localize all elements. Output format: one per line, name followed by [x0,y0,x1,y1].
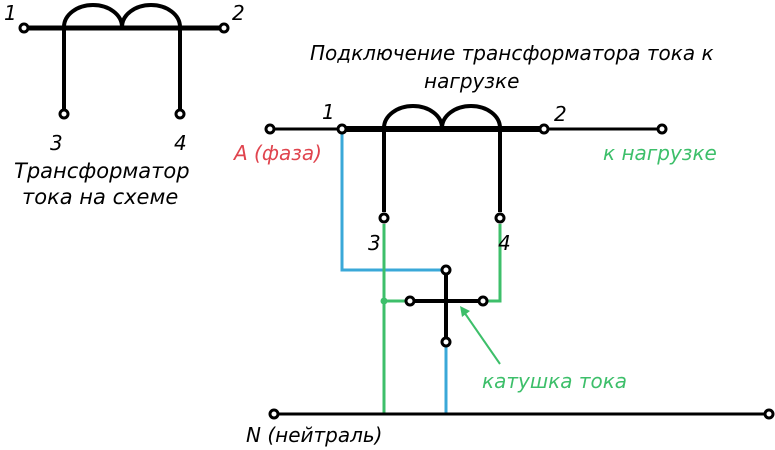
circuit-label-4: 4 [498,231,511,255]
circuit-label-3: 3 [368,231,381,255]
symbol-caption-line1: Трансформатор [14,159,190,183]
symbol-label-4: 4 [174,131,187,155]
ct-winding [382,104,502,129]
junction-dot [380,297,388,305]
diagram-title-line2: нагрузке [424,69,519,93]
symbol-terminal-4 [174,108,186,120]
coil-label: катушка тока [482,369,627,393]
symbol-label-1: 1 [4,1,17,25]
current-coil-left-terminal [404,295,416,307]
neutral-label: N (нейтраль) [246,423,382,447]
ct-terminal-4 [494,212,506,224]
symbol-caption-line2: тока на схеме [22,185,178,209]
load-label: к нагрузке [603,141,717,165]
current-coil-right-terminal [477,295,489,307]
phase-input-terminal [264,123,276,135]
load-terminal [656,123,668,135]
voltage-coil-top-terminal [440,264,452,276]
voltage-coil-bottom-terminal [440,336,452,348]
phase-label: А (фаза) [232,141,322,165]
ct-terminal-2 [538,123,550,135]
ct-circuit: 1 2 3 4 А (фаза) к нагрузке катушка тока… [232,100,775,447]
circuit-label-2: 2 [554,102,567,126]
diagram-title-line1: Подключение трансформатора тока к [310,41,714,65]
ct-terminal-3 [378,212,390,224]
coil-pointer-arrow [463,311,501,365]
symbol-terminal-3 [58,108,70,120]
circuit-label-1: 1 [322,100,335,124]
symbol-terminal-1 [18,22,30,34]
coil-pointer-arrowhead [460,306,470,317]
symbol-label-3: 3 [50,131,63,155]
neutral-right-terminal [763,408,775,420]
phase-voltage-wire [340,133,446,272]
neutral-left-terminal [268,408,280,420]
secondary-wire-4 [483,224,502,303]
ct-terminal-1 [336,123,348,135]
symbol-label-2: 2 [232,1,245,25]
symbol-winding [62,3,182,28]
symbol-terminal-2 [218,22,230,34]
ct-symbol: 1 2 3 4 Трансформатор тока на схеме [4,1,245,209]
